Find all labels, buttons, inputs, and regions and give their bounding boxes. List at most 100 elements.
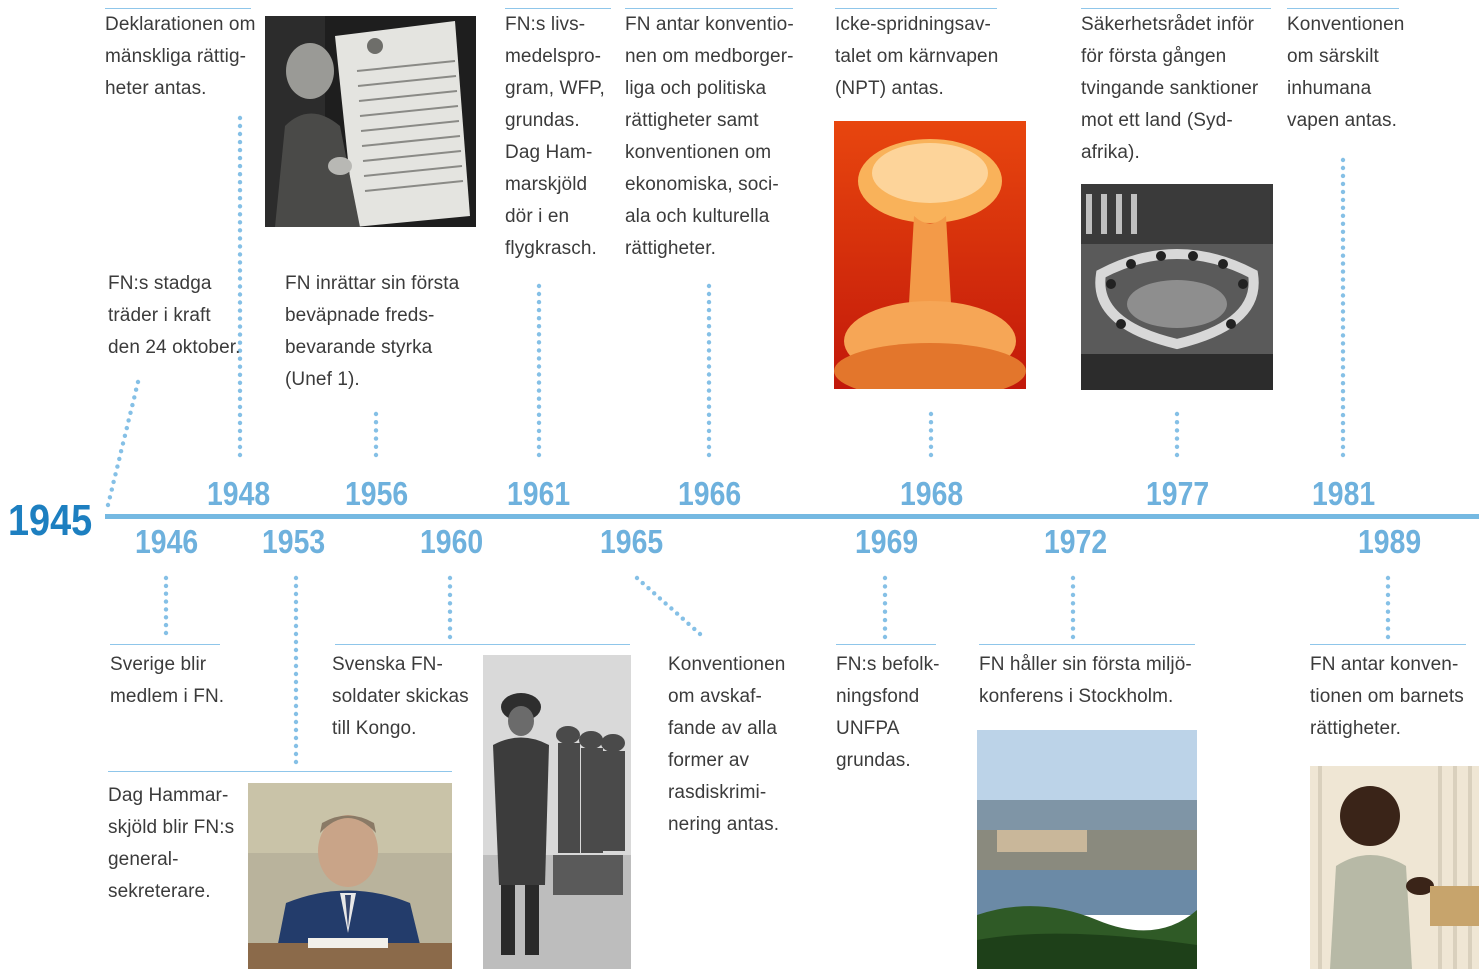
leader-dot	[706, 364, 712, 369]
leader-dot	[1340, 197, 1346, 203]
leader-dot	[1385, 609, 1391, 614]
dots-1968	[928, 411, 934, 458]
year-label-1965: 1965	[600, 523, 664, 560]
leader-dot	[237, 180, 243, 185]
leader-dot	[536, 307, 542, 313]
leader-dot	[293, 607, 299, 613]
leader-dot	[536, 412, 542, 417]
leader-dot	[237, 332, 243, 337]
leader-dot	[536, 316, 542, 321]
event-text-1960: Svenska FN- soldater skickas till Kongo.	[332, 654, 469, 739]
leader-dot	[237, 123, 243, 129]
leader-dot	[293, 647, 299, 653]
leader-dot	[1340, 189, 1346, 195]
leader-dot	[163, 575, 169, 581]
leader-dot	[447, 584, 453, 589]
leader-dot	[882, 575, 888, 581]
leader-dot	[536, 372, 542, 377]
rule-1961	[505, 8, 611, 9]
leader-dot	[1174, 428, 1180, 433]
leader-dot	[536, 444, 542, 450]
leader-dot	[536, 428, 542, 434]
leader-dot	[1385, 592, 1391, 598]
leader-dot	[293, 727, 299, 733]
rule-1968	[835, 8, 997, 9]
rule-1960	[335, 644, 630, 645]
event-text-1953: Dag Hammar- skjöld blir FN:s general- se…	[108, 785, 235, 902]
leader-dot	[1340, 285, 1346, 290]
leader-dot	[1070, 609, 1076, 614]
leader-dot	[706, 356, 712, 361]
leader-dot	[706, 428, 712, 434]
leader-dot	[293, 719, 299, 725]
leader-dot	[928, 444, 934, 449]
leader-dot	[237, 163, 243, 169]
leader-dot	[706, 372, 712, 377]
year-label-1960: 1960	[420, 523, 484, 560]
rule-1977	[1081, 8, 1271, 9]
leader-dot	[237, 404, 243, 410]
year-label-1953: 1953	[262, 523, 326, 560]
leader-dot	[237, 244, 243, 249]
leader-dot	[163, 607, 169, 612]
dots-1981	[1340, 157, 1346, 458]
leader-dot	[536, 404, 542, 409]
child-photo	[1310, 766, 1479, 969]
leader-dot	[536, 340, 542, 345]
dots-1953	[293, 575, 299, 765]
event-text-1961: FN:s livs- medelspro- gram, WFP, grundas…	[505, 14, 605, 259]
leader-dot	[293, 671, 299, 677]
year-label-1956: 1956	[345, 475, 409, 512]
leader-dot	[1070, 592, 1076, 598]
leader-dot	[1340, 245, 1346, 250]
leader-dot	[163, 615, 169, 620]
leader-dot	[706, 299, 712, 305]
event-text-1969: FN:s befolk- ningsfond UNFPA grundas.	[836, 654, 940, 771]
leader-dot	[1340, 412, 1346, 418]
leader-dot	[447, 609, 453, 614]
leader-dot	[536, 396, 542, 401]
leader-dot	[237, 212, 243, 217]
event-text-1948: Deklarationen om mänskliga rättig- heter…	[105, 14, 256, 99]
leader-dot	[536, 348, 542, 353]
leader-dot	[706, 404, 712, 409]
leader-dot	[882, 592, 888, 598]
leader-dot	[1340, 213, 1346, 218]
timeline-axis	[105, 514, 1479, 519]
leader-dot	[706, 420, 712, 425]
leader-dot	[115, 464, 120, 469]
dots-1977	[1174, 411, 1180, 458]
leader-dot	[928, 428, 934, 433]
leader-dot	[128, 410, 133, 415]
leader-dot	[237, 348, 243, 353]
leader-dot	[536, 452, 542, 458]
leader-dot	[1340, 277, 1346, 282]
leader-dot	[237, 356, 243, 361]
event-text-1965: Konventionen om avskaf- fande av alla fo…	[668, 654, 786, 835]
leader-dot	[1340, 389, 1346, 394]
leader-dot	[1340, 397, 1346, 402]
leader-dot	[706, 283, 712, 289]
leader-dot	[1340, 301, 1346, 306]
leader-dot	[237, 420, 243, 426]
leader-dot	[1174, 411, 1180, 417]
leader-dot	[1340, 373, 1346, 378]
rule-1972	[979, 644, 1195, 645]
leader-dot	[124, 425, 129, 431]
leader-dot	[293, 759, 299, 765]
leader-dot	[373, 411, 379, 417]
leader-dot	[1340, 452, 1346, 458]
rule-1989	[1310, 644, 1466, 645]
leader-dot	[237, 139, 243, 145]
leader-dot	[126, 418, 131, 423]
leader-dot	[237, 340, 243, 345]
leader-dot	[120, 441, 126, 446]
leader-dot	[706, 348, 712, 353]
rule-1946	[110, 644, 220, 645]
leader-dot	[536, 283, 542, 289]
leader-dot	[293, 631, 299, 637]
dots-1946	[163, 575, 169, 636]
leader-dot	[1070, 617, 1076, 623]
